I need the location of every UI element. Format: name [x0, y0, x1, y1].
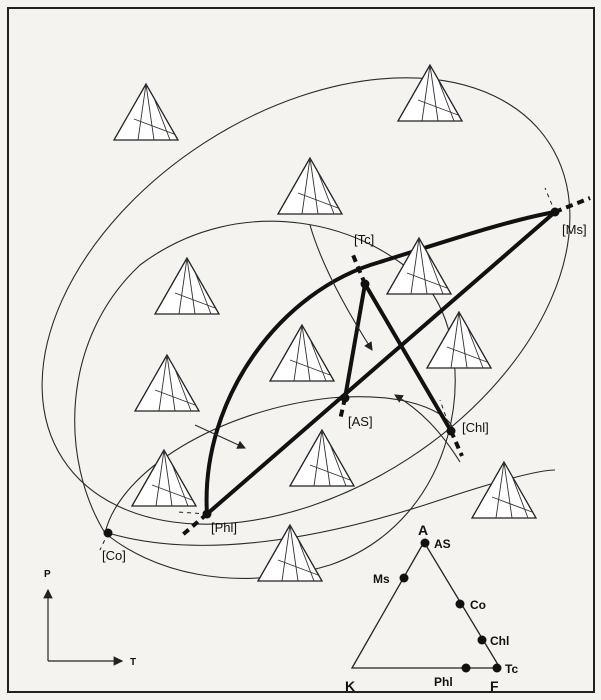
- label-ms: [Ms]: [562, 222, 587, 237]
- label-as: [AS]: [348, 414, 373, 429]
- assemblage-triangle: [289, 429, 355, 487]
- apex-a-label: A: [418, 522, 428, 538]
- phase-point-co: [455, 599, 465, 609]
- phase-label-ms: Ms: [373, 572, 390, 586]
- invariant-point-tc: [360, 279, 370, 289]
- invariant-point-ms: [550, 207, 560, 217]
- assemblage-triangle: [386, 237, 452, 295]
- field-arrow-3: [394, 394, 461, 463]
- p-axis-label: P: [44, 569, 51, 580]
- assemblage-triangle: [426, 311, 492, 369]
- assemblage-triangle: [397, 64, 463, 122]
- dash-chl: [449, 430, 464, 457]
- bold-curve: [204, 210, 557, 516]
- assemblage-triangle: [277, 157, 343, 215]
- line-tc-as: [343, 282, 367, 400]
- dash-ms: [554, 196, 591, 214]
- invariant-point-as: [340, 393, 350, 403]
- assemblage-triangle: [113, 83, 179, 141]
- label-phl: [Phl]: [211, 520, 237, 535]
- phase-point-tc: [492, 663, 502, 673]
- assemblage-triangle: [131, 449, 197, 507]
- phase-label-as: AS: [434, 537, 451, 551]
- phase-point-ms: [399, 573, 409, 583]
- lower-curve: [107, 469, 556, 546]
- invariant-point-chl: [446, 426, 456, 436]
- apex-f-label: F: [490, 678, 499, 694]
- invariant-point-co: [103, 528, 113, 538]
- field-arrow-2: [194, 424, 246, 449]
- phase-point-as: [420, 538, 430, 548]
- phase-point-chl: [477, 635, 487, 645]
- thindash-chl: [439, 399, 452, 432]
- phase-label-phl: Phl: [434, 675, 453, 689]
- line-tc-chl: [363, 282, 453, 433]
- outer-ellipse: [41, 77, 571, 525]
- thindash-phl: [177, 511, 208, 515]
- assemblage-triangle: [257, 524, 323, 582]
- apex-k-label: K: [345, 678, 355, 694]
- phase-point-phl: [461, 663, 471, 673]
- label-tc: [Tc]: [354, 232, 374, 247]
- assemblage-triangle: [269, 324, 335, 382]
- assemblage-triangle: [134, 354, 200, 412]
- dash-phl: [178, 512, 209, 539]
- phase-label-tc: Tc: [505, 662, 518, 676]
- label-co: [Co]: [102, 548, 126, 563]
- assemblage-triangle: [154, 257, 220, 315]
- field-arrow-1: [309, 224, 373, 351]
- phase-label-co: Co: [470, 598, 486, 612]
- line-phl-ms: [205, 210, 557, 516]
- assemblage-triangle: [471, 461, 537, 519]
- frame-border: [7, 7, 595, 693]
- phase-label-chl: Chl: [490, 634, 509, 648]
- dash-tc: [351, 254, 367, 285]
- invariant-point-phl: [202, 509, 212, 519]
- t-axis-label: T: [130, 657, 136, 668]
- label-chl: [Chl]: [462, 420, 489, 435]
